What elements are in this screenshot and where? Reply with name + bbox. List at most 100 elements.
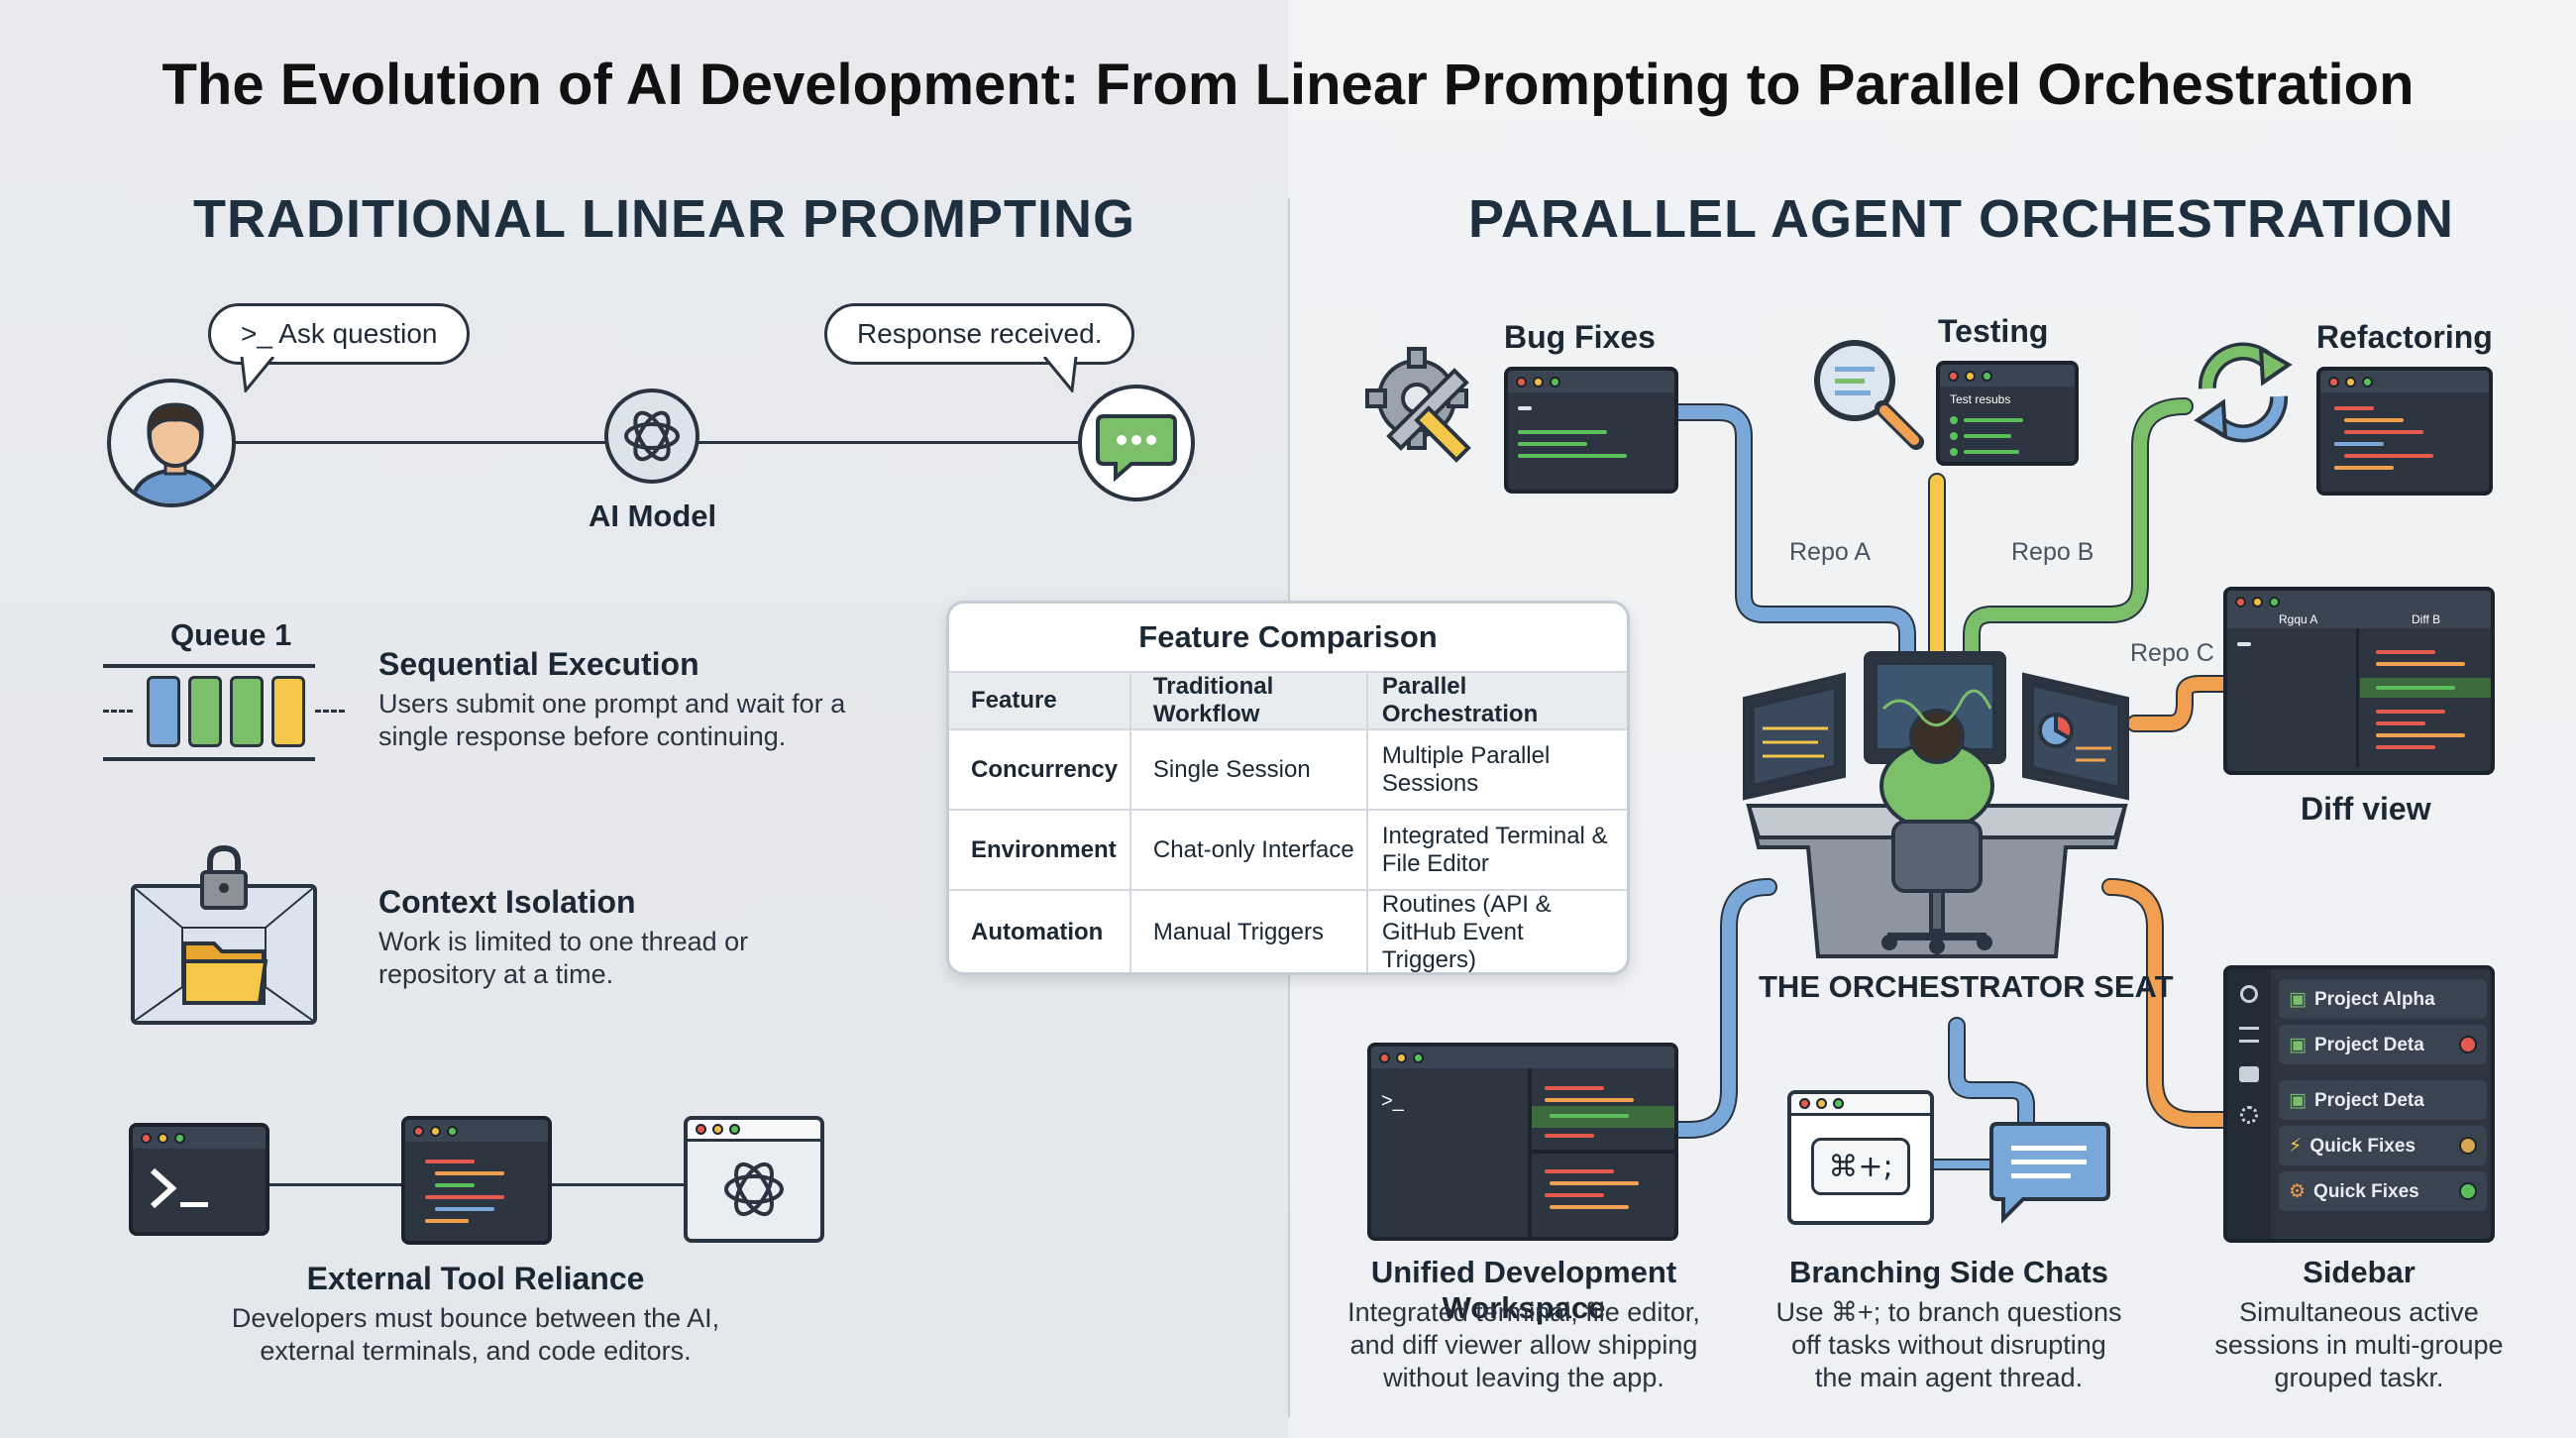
table-cell: Manual Triggers [1129,889,1368,972]
sidebar-item-project-alpha[interactable]: ▣ Project Alpha [2279,979,2487,1019]
response-bubble-tail [1042,357,1078,392]
sidebar-item-label: Project Alpha [2313,988,2435,1010]
diff-view-label: Diff view [2301,791,2431,827]
table-row: Concurrency Single Session Multiple Para… [949,728,1627,810]
workspace-title: Unified Development Workspace [1370,1255,1677,1325]
context-title: Context Isolation [378,884,636,920]
main-title: The Evolution of AI Development: From Li… [161,53,2415,117]
table-cell: Integrated Terminal & File Editor [1366,809,1627,890]
diff-tab-b: Diff B [2412,612,2441,626]
table-cell: Automation [949,889,1131,972]
table-cell: Environment [949,809,1131,890]
status-dot [2459,1182,2477,1200]
ai-model-label: AI Model [589,498,717,533]
queue-block-yellow [271,676,305,747]
terminal-window [129,1123,269,1236]
sidebar-window: ▣ Project Alpha ▣ Project Deta ▣ Project De… [2223,965,2495,1243]
sequential-title: Sequential Execution [378,646,699,682]
ai-model-icon [624,410,680,462]
workspace-terminal-prompt: >_ [1381,1090,1404,1112]
queue-right-dash [315,710,345,713]
ai-model-icon [724,1161,784,1217]
queue-left-dash [103,710,133,713]
sidebar-list: ▣ Project Alpha ▣ Project Deta ▣ Project De… [2279,979,2487,1217]
sidebar-item-label: Project Deta [2313,1034,2424,1055]
table-row: Automation Manual Triggers Routines (API… [949,889,1627,972]
list-icon[interactable] [2239,1027,2259,1043]
lightning-icon: ⚡ [2289,1135,2303,1157]
sidebar-text: Simultaneous active sessions in multi-gr… [2214,1297,2504,1392]
queue-bottom-rail [103,757,315,761]
ai-chat-window [684,1116,824,1243]
sidebar-item-quick-fixes[interactable]: ⚡ Quick Fixes [2279,1126,2487,1165]
table-header: Traditional Workflow [1129,673,1368,729]
table-header-row: Feature Traditional Workflow Parallel Or… [949,673,1627,729]
grid-icon: ▣ [2289,1089,2307,1111]
orchestrator-seat-illustration [1743,651,2129,958]
table-header: Feature [949,673,1131,729]
user-avatar [107,379,236,507]
sidebar-item-label: Project Deta [2313,1089,2424,1111]
chat-icon[interactable] [2239,1066,2259,1082]
unified-workspace-window: >_ [1367,1043,1678,1241]
queue-top-rail [103,664,315,668]
sidebar-rail [2227,969,2271,1239]
repo-b-label: Repo B [2011,538,2094,566]
comparison-grid: Feature Traditional Workflow Parallel Or… [949,673,1627,972]
table-cell: Multiple Parallel Sessions [1366,728,1627,810]
table-cell: Concurrency [949,728,1131,810]
test-results-window: Test resubs [1936,361,2079,466]
side-chat-bubble-icon [1989,1122,2110,1224]
workspace-text: Integrated terminal, file editor, and di… [1347,1297,1700,1392]
tools-icon: ⚙ [2289,1180,2307,1202]
table-cell: Single Session [1129,728,1368,810]
refresh-icon [2194,342,2293,443]
gear-icon[interactable] [2240,1106,2258,1124]
external-title: External Tool Reliance [306,1261,645,1296]
queue-block-green-1 [188,676,222,747]
bug-fixes-terminal [1504,367,1678,494]
sidebar-item-project-deta-2[interactable]: ▣ Project Deta [2279,1080,2487,1120]
diff-view-window: Rgqu A Diff B [2223,587,2495,775]
ask-bubble-tail [240,357,275,392]
sidebar-item-quick-fixes-2[interactable]: ⚙ Quick Fixes [2279,1171,2487,1211]
magnifier-icon [1814,340,1924,450]
right-section-title: PARALLEL AGENT ORCHESTRATION [1468,189,2454,249]
queue-block-green-2 [230,676,264,747]
test-results-label: Test resubs [1950,392,2011,406]
sequential-text: Users submit one prompt and wait for a s… [378,689,846,751]
queue-block-blue [147,676,180,747]
table-title: Feature Comparison [949,604,1627,673]
repo-c-label: Repo C [2130,639,2214,667]
ai-model-node [604,388,699,484]
side-chats-title: Branching Side Chats [1788,1255,2109,1289]
sidebar-item-label: Quick Fixes [2313,1180,2419,1202]
left-section-title: TRADITIONAL LINEAR PROMPTING [193,189,1135,249]
sidebar-item-label: Quick Fixes [2309,1135,2416,1157]
bug-fixes-label: Bug Fixes [1504,319,1656,355]
settings-icon[interactable] [2240,985,2258,1003]
context-text: Work is limited to one thread or reposit… [378,927,749,989]
diff-tab-a: Rgqu A [2279,612,2318,626]
feature-comparison-table: Feature Comparison Feature Traditional W… [946,601,1630,975]
grid-icon: ▣ [2289,988,2307,1010]
sidebar-item-project-deta[interactable]: ▣Project Deta [2279,1025,2487,1064]
repo-a-label: Repo A [1789,538,1872,566]
status-dot [2459,1137,2477,1155]
ask-question-bubble: >_ Ask question [208,303,471,365]
external-text: Developers must bounce between the AI, e… [231,1303,720,1366]
table-cell: Chat-only Interface [1129,809,1368,890]
refactoring-label: Refactoring [2316,319,2493,355]
refactoring-editor [2316,367,2493,496]
sidebar-title: Sidebar [2303,1255,2415,1289]
table-header: Parallel Orchestration [1366,673,1627,729]
terminal-prompt-icon [150,1167,208,1209]
orchestrator-seat-label: THE ORCHESTRATOR SEAT [1759,969,2174,1004]
user-icon [129,402,222,503]
connection-pipes [1665,397,2233,1170]
shortcut-window: ⌘+; [1787,1090,1934,1225]
table-row: Environment Chat-only Interface Integrat… [949,809,1627,890]
status-dot [2459,1036,2477,1053]
lock-icon [200,844,248,910]
queue-label: Queue 1 [170,617,292,652]
